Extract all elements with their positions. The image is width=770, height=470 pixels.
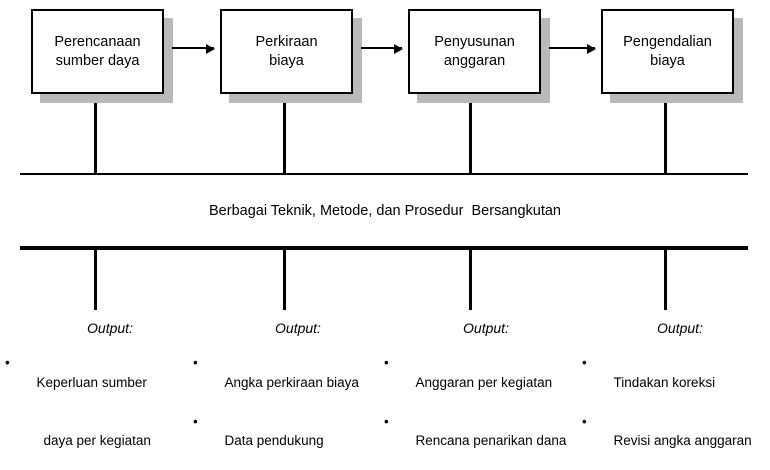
list-item: • Angka perkiraan biaya	[193, 353, 383, 412]
process-box-perencanaan-sumber-daya[interactable]: Perencanaan sumber daya	[31, 9, 164, 94]
middle-caption: Berbagai Teknik, Metode, dan Prosedur Be…	[209, 203, 561, 219]
list-item: • Data pendukung	[193, 412, 383, 470]
list-item-text: Anggaran per kegiatan	[415, 374, 553, 390]
connector-lower-rail-to-output-3	[469, 250, 472, 310]
bullet-icon: •	[384, 413, 389, 429]
output-column-2: Output:	[218, 320, 378, 336]
list-item-continuation: daya per kegiatan	[5, 412, 185, 470]
output-title: Output:	[87, 320, 133, 336]
arrow-box2-to-box3	[361, 44, 403, 54]
list-item-text: Data pendukung	[224, 433, 324, 449]
bullet-icon: •	[193, 355, 198, 370]
bullet-icon: •	[384, 355, 389, 370]
process-box-penyusunan-anggaran[interactable]: Penyusunan anggaran	[408, 9, 541, 94]
process-box-label: Perkiraan biaya	[255, 34, 318, 69]
flow-diagram: Perencanaan sumber daya Perkiraan biaya …	[5, 9, 760, 448]
bullet-icon: •	[582, 413, 587, 429]
output-title: Output:	[463, 320, 509, 336]
list-item-text: Tindakan koreksi	[613, 374, 716, 390]
connector-lower-rail-to-output-4	[664, 250, 667, 310]
connector-box3-to-upper-rail	[469, 103, 472, 174]
process-box-label: Pengendalian biaya	[623, 34, 712, 69]
list-item-text: Rencana penarikan dana	[415, 433, 567, 449]
list-item-text-wrapped: daya per kegiatan	[43, 433, 151, 449]
output-list-3: • Anggaran per kegiatan • Rencana penarika…	[384, 353, 584, 470]
list-item-text: Keperluan sumber	[36, 374, 147, 390]
arrow-box1-to-box2	[172, 44, 215, 54]
list-item: • Anggaran per kegiatan	[384, 353, 584, 412]
connector-lower-rail-to-output-1	[94, 250, 97, 310]
upper-rail	[20, 173, 748, 175]
bullet-icon: •	[582, 355, 587, 370]
output-title: Output:	[657, 320, 703, 336]
connector-box4-to-upper-rail	[664, 103, 667, 174]
output-list-2: • Angka perkiraan biaya • Data pendukung	[193, 353, 383, 470]
output-column-4: Output:	[600, 320, 760, 336]
list-item-text: Angka perkiraan biaya	[224, 374, 359, 390]
process-box-perkiraan-biaya[interactable]: Perkiraan biaya	[220, 9, 353, 94]
list-item: • Tindakan koreksi	[582, 353, 770, 412]
output-title: Output:	[275, 320, 321, 336]
list-item: • Rencana penarikan dana	[384, 412, 584, 470]
arrow-box3-to-box4	[549, 44, 596, 54]
bullet-icon: •	[193, 413, 198, 429]
list-item-text: Revisi angka anggaran	[613, 433, 752, 449]
connector-lower-rail-to-output-2	[283, 250, 286, 310]
connector-box2-to-upper-rail	[283, 103, 286, 174]
output-list-1: • Keperluan sumber daya per kegiatan	[5, 353, 185, 470]
list-item: • Revisi angka anggaran	[582, 412, 770, 470]
list-item: • Keperluan sumber	[5, 353, 185, 412]
bullet-icon: •	[5, 355, 10, 370]
process-box-pengendalian-biaya[interactable]: Pengendalian biaya	[601, 9, 734, 94]
lower-rail	[20, 246, 748, 250]
process-box-label: Perencanaan sumber daya	[54, 34, 141, 69]
output-column-1: Output:	[30, 320, 190, 336]
process-box-label: Penyusunan anggaran	[434, 34, 515, 69]
output-column-3: Output:	[406, 320, 566, 336]
connector-box1-to-upper-rail	[94, 103, 97, 174]
output-list-4: • Tindakan koreksi • Revisi angka anggaran	[582, 353, 770, 470]
